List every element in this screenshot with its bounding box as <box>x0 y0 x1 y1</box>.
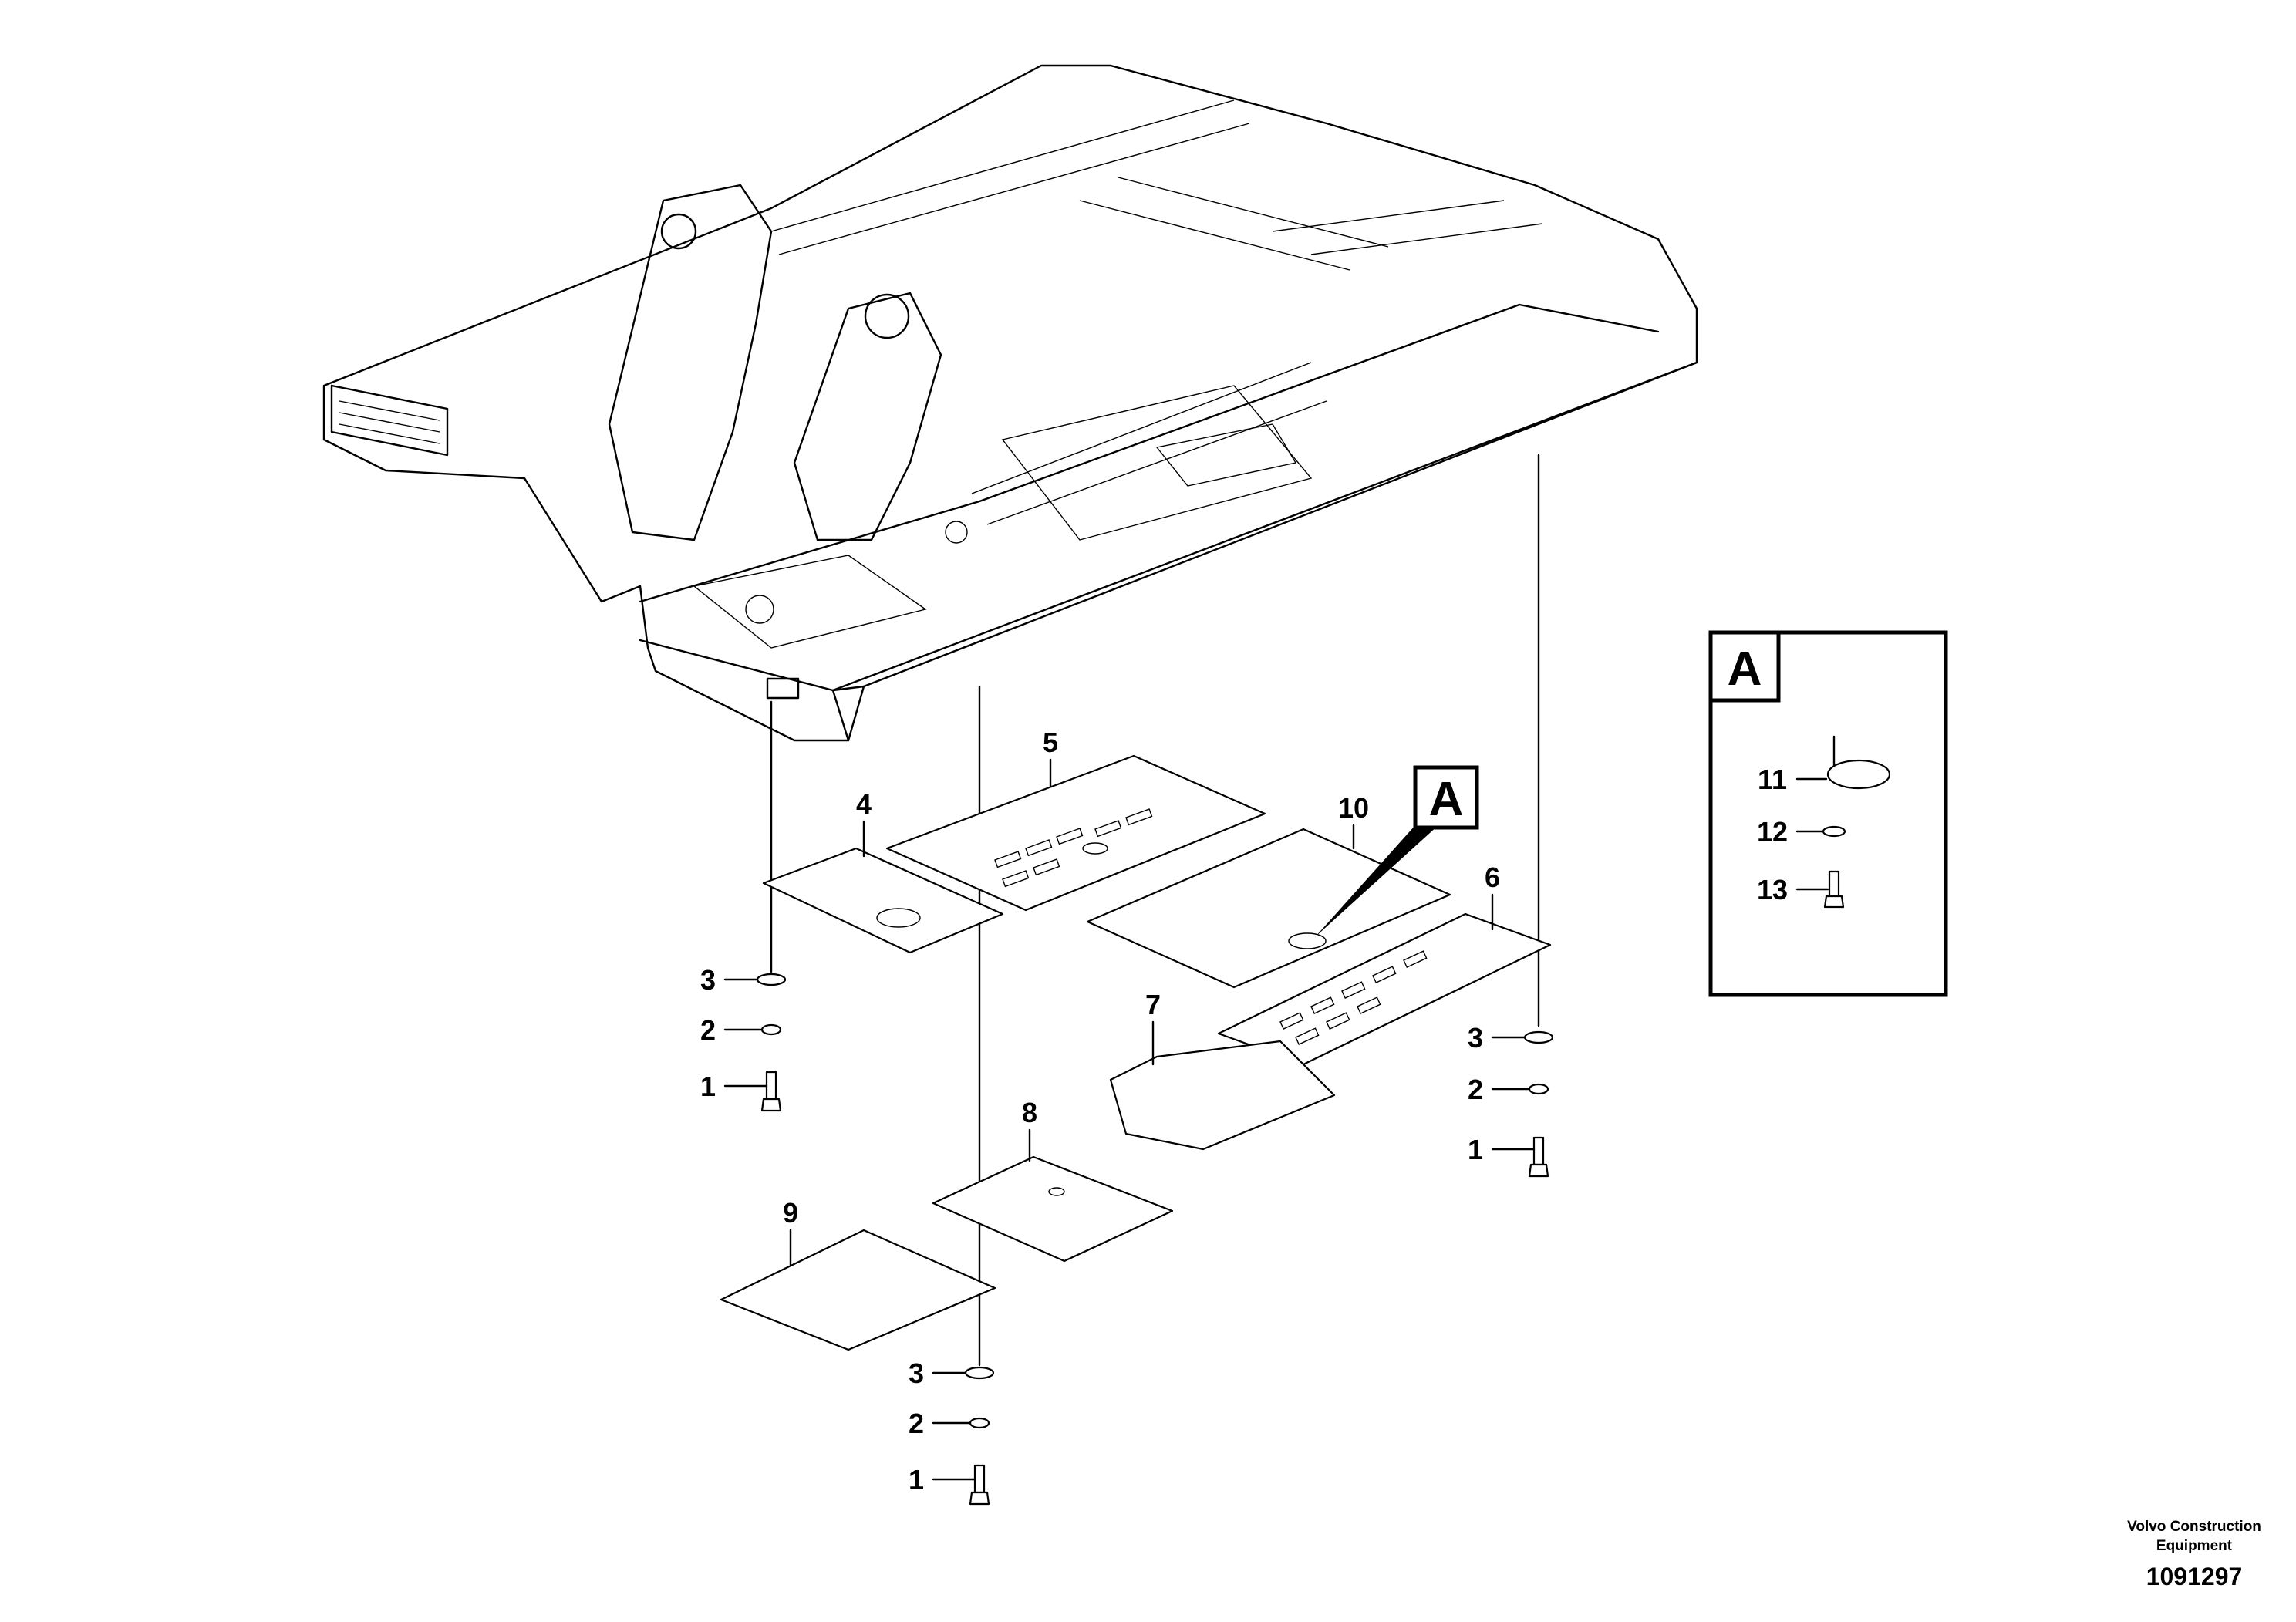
leader-lines <box>770 454 1540 1367</box>
callout-4: 4 <box>856 788 872 820</box>
callout-6: 6 <box>1485 862 1500 893</box>
callout-1-bottom: 1 <box>909 1464 924 1496</box>
callout-3-bottom: 3 <box>909 1357 924 1389</box>
footer: Volvo Construction Equipment 1091297 <box>2127 1519 2261 1590</box>
drawing-number: 1091297 <box>2146 1563 2243 1590</box>
callout-12: 12 <box>1757 816 1788 848</box>
callout-13: 13 <box>1757 874 1788 905</box>
callout-11: 11 <box>1758 764 1787 795</box>
view-marker-letter: A <box>1429 773 1464 826</box>
callout-10: 10 <box>1338 792 1369 824</box>
fastener-stack-right <box>1523 1030 1554 1178</box>
detail-title: A <box>1728 642 1762 696</box>
callout-1-right: 1 <box>1468 1134 1483 1165</box>
detail-view-a: A 11 12 13 <box>1708 630 1948 997</box>
plate-9 <box>720 1229 996 1351</box>
callout-2-left: 2 <box>700 1014 716 1046</box>
company-name-line2: Equipment <box>2156 1538 2233 1554</box>
callout-8: 8 <box>1022 1097 1037 1128</box>
company-name-line1: Volvo Construction <box>2127 1519 2261 1535</box>
upper-frame <box>322 64 1698 742</box>
view-marker-a: A <box>1413 765 1479 830</box>
callout-3-right: 3 <box>1468 1022 1483 1054</box>
callout-2-bottom: 2 <box>909 1408 924 1439</box>
callout-leaders <box>723 758 1536 1481</box>
plate-8 <box>932 1155 1174 1263</box>
callout-2-right: 2 <box>1468 1074 1483 1105</box>
fastener-stack-bottom <box>964 1366 995 1506</box>
fastener-stack-left <box>756 973 787 1112</box>
plate-5 <box>885 754 1266 912</box>
plate-10 <box>1086 828 1451 989</box>
plate-4 <box>762 847 1004 954</box>
plate-7 <box>1109 1040 1336 1151</box>
callout-5: 5 <box>1043 727 1058 758</box>
callout-3-left: 3 <box>700 964 716 996</box>
callout-7: 7 <box>1145 989 1161 1020</box>
callout-9: 9 <box>783 1197 798 1229</box>
callout-1-left: 1 <box>700 1071 716 1102</box>
